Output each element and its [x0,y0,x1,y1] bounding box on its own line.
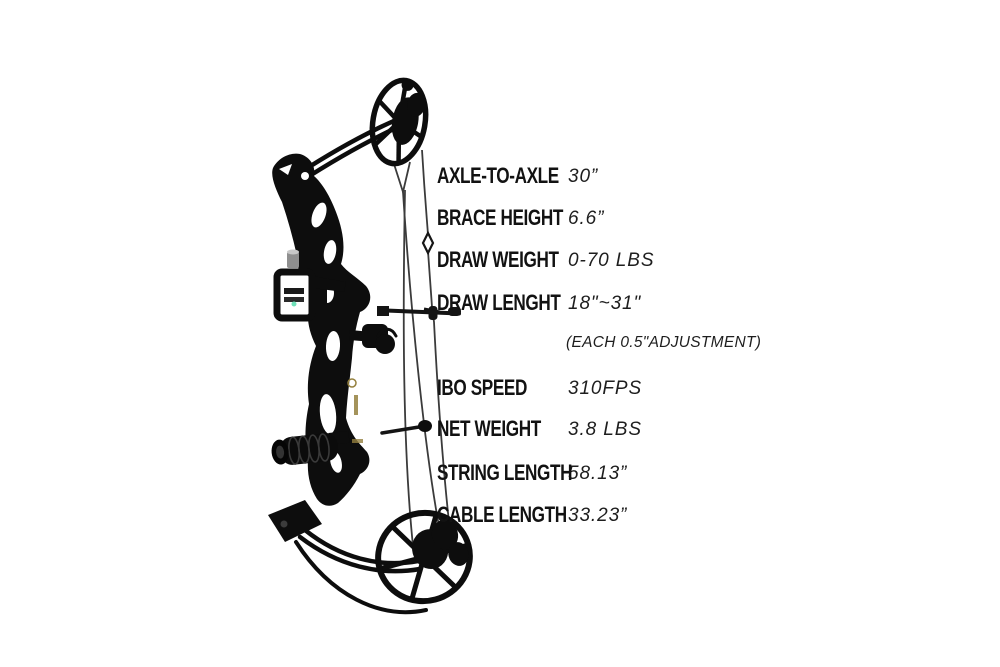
brand-logo [347,378,363,443]
spec-row-axle-to-axle: AXLE-TO-AXLE 30” [437,164,598,190]
cable-guard [377,306,461,316]
bottom-cam [375,509,473,605]
spec-label: DRAW LENGHT [437,290,561,315]
spec-row-ibo-speed: IBO SPEED 310FPS [437,376,642,402]
spec-label: AXLE-TO-AXLE [437,163,559,188]
main-bowstring [421,149,452,541]
spec-value: 6.6” [568,208,605,229]
spec-label: IBO SPEED [437,375,527,400]
sight-adjust-knob [287,252,299,268]
sight-fiber-pin [291,301,297,307]
draw-length-adjustment-note: (EACH 0.5"ADJUSTMENT) [566,334,762,351]
spec-row-string-length: STRING LENGTH58.13” [437,461,627,487]
arrow-rest [349,324,398,354]
spec-row-draw-length: DRAW LENGHT 18"~31" [437,291,641,317]
string-stop [380,420,432,435]
stabilizer [271,430,350,465]
spec-row-draw-weight: DRAW WEIGHT 0-70 LBS [437,248,654,274]
bow-sight [273,249,346,322]
peep-sight [421,230,435,256]
spec-value: 0-70 LBS [568,250,655,271]
spec-label: DRAW WEIGHT [437,247,559,272]
spec-value: 18"~31" [568,293,642,314]
spec-row-cable-length: CABLE LENGTH33.23” [437,503,627,529]
spec-label: BRACE HEIGHT [437,205,563,230]
cable [402,189,414,547]
spec-value: 310FPS [568,378,643,399]
riser-top-notch [279,164,292,175]
spec-value: 30” [568,166,599,187]
spec-value: 58.13” [568,463,628,484]
spec-value: 33.23” [568,505,628,526]
sight-frame [273,268,316,322]
spec-label: NET WEIGHT [437,416,541,441]
top-cam [369,77,429,167]
spec-value: 3.8 LBS [568,419,642,440]
cable [402,191,442,538]
pocket-bolt [280,520,288,528]
bottom-limb-pocket [268,500,322,542]
spec-label: STRING LENGTH [437,460,573,485]
spec-label: CABLE LENGTH [437,502,567,527]
spec-row-net-weight: NET WEIGHT 3.8 LBS [437,417,642,443]
bowstring-and-cables [393,149,452,547]
